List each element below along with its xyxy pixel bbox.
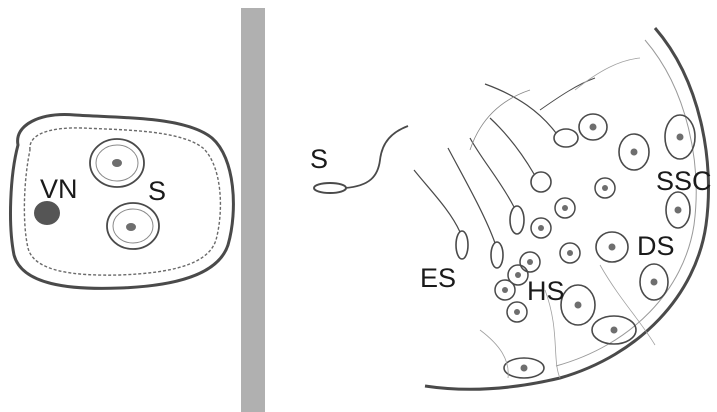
spermatid-tail xyxy=(485,84,556,133)
cell-nucleus xyxy=(112,159,122,167)
elongated-spermatids xyxy=(414,78,595,268)
cell-nucleus xyxy=(575,302,582,309)
panel-divider xyxy=(241,8,265,412)
spermatid-tail xyxy=(490,118,534,174)
label-s-left: S xyxy=(148,176,166,206)
cell-nucleus xyxy=(611,327,618,334)
spermatid-head xyxy=(554,129,578,147)
spermatid-head xyxy=(491,242,503,268)
label-ssc: SSC xyxy=(656,166,712,196)
cell-nucleus xyxy=(602,185,608,191)
free-spermatozoon xyxy=(314,126,408,193)
spermatid-tail xyxy=(540,78,595,110)
cell-nucleus xyxy=(521,365,528,372)
spermatid-tail xyxy=(470,138,514,207)
cell-nucleus xyxy=(631,149,638,156)
dark-nucleus xyxy=(34,201,60,225)
cell-nucleus xyxy=(515,272,521,278)
spermatid-tail xyxy=(448,148,495,243)
cell-nucleus xyxy=(502,287,508,293)
cell-nucleus xyxy=(126,223,136,231)
label-ds: DS xyxy=(637,231,675,261)
cytoplasm-strand xyxy=(470,90,530,150)
tissue-strand xyxy=(575,58,640,90)
sperm-tail xyxy=(345,126,408,188)
label-s-right: S xyxy=(310,144,328,174)
label-hs: HS xyxy=(527,276,565,306)
cell-nucleus xyxy=(567,250,573,256)
cell-nucleus xyxy=(609,244,616,251)
right-panel: S ES HS DS SSC xyxy=(310,28,712,389)
spermatid-tail xyxy=(414,170,460,232)
cell-nucleus xyxy=(590,124,597,131)
cell-nucleus xyxy=(675,207,682,214)
cell-nucleus xyxy=(527,259,533,265)
label-es: ES xyxy=(420,263,456,293)
spermatid-head xyxy=(456,231,468,259)
cell-nucleus xyxy=(514,309,520,315)
cell-nucleus xyxy=(562,205,568,211)
sperm-head xyxy=(314,183,346,193)
spermatid-head xyxy=(531,172,551,192)
left-panel: VN S xyxy=(11,115,234,289)
label-vn: VN xyxy=(40,174,78,204)
cell-nucleus xyxy=(538,225,544,231)
tissue-strand xyxy=(600,265,655,345)
spermatid-head xyxy=(510,206,524,234)
cell-nucleus xyxy=(651,279,658,286)
cell-nucleus xyxy=(677,134,684,141)
